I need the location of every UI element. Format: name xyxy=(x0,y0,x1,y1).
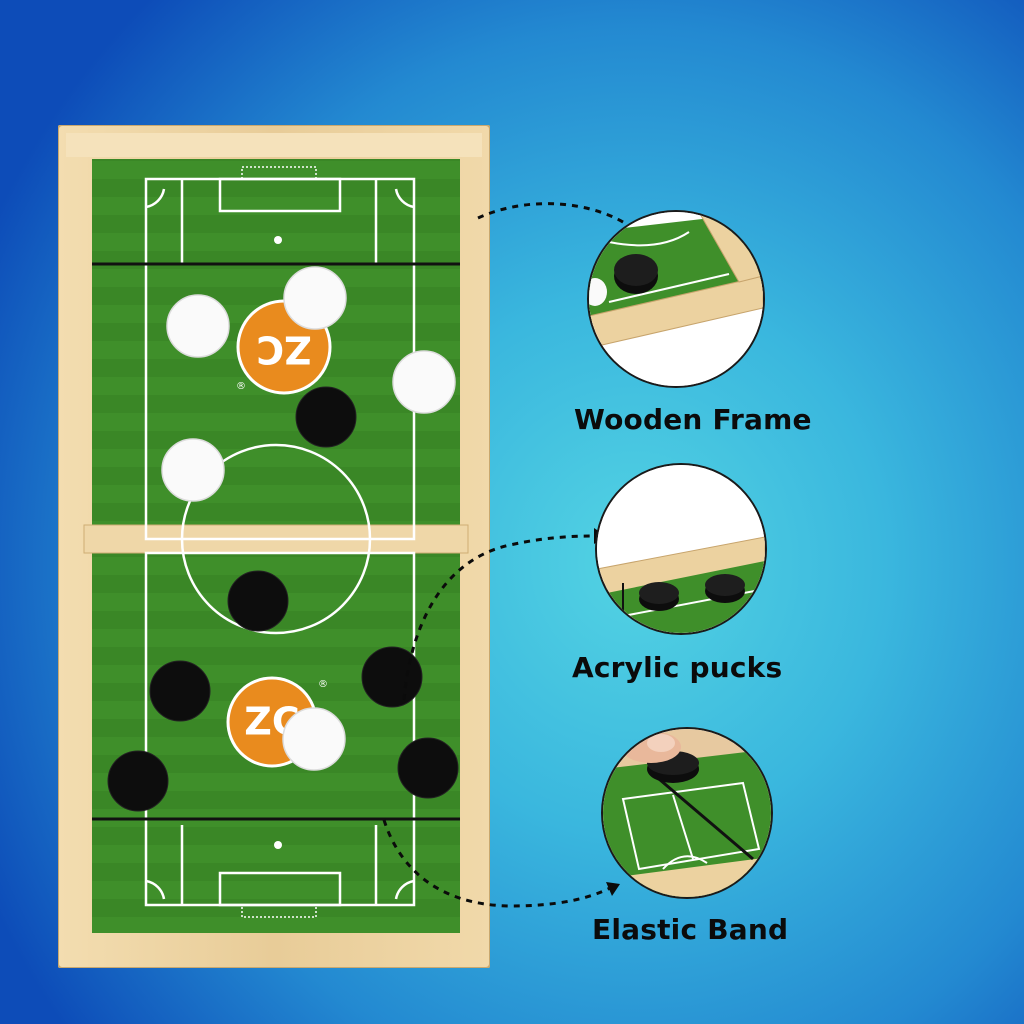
white-puck xyxy=(283,266,347,330)
white-puck xyxy=(282,707,346,771)
arrow-elastic-band xyxy=(382,819,611,908)
arrow-head xyxy=(606,882,620,896)
arrow-acrylic-pucks xyxy=(402,534,599,701)
feature-label-wooden-frame: Wooden Frame xyxy=(574,403,812,436)
registered-mark: ® xyxy=(318,679,328,690)
white-puck xyxy=(392,350,456,414)
black-pucks xyxy=(107,386,459,812)
black-puck xyxy=(295,386,357,448)
feature-label-acrylic-pucks: Acrylic pucks xyxy=(572,651,783,684)
black-puck xyxy=(149,660,211,722)
white-puck xyxy=(161,438,225,502)
white-puck xyxy=(166,294,230,358)
black-puck xyxy=(361,646,423,708)
black-puck xyxy=(397,737,459,799)
sling-puck-board: ZC ZC ® ® xyxy=(58,125,490,968)
black-puck xyxy=(227,570,289,632)
svg-text:ZC: ZC xyxy=(256,328,311,372)
elastic-band-closeup xyxy=(601,727,773,899)
acrylic-pucks-closeup xyxy=(595,463,767,635)
white-pucks xyxy=(161,266,456,771)
registered-mark: ® xyxy=(236,381,246,392)
black-puck xyxy=(107,750,169,812)
wooden-frame-closeup xyxy=(587,210,765,388)
feature-label-elastic-band: Elastic Band xyxy=(592,913,789,946)
